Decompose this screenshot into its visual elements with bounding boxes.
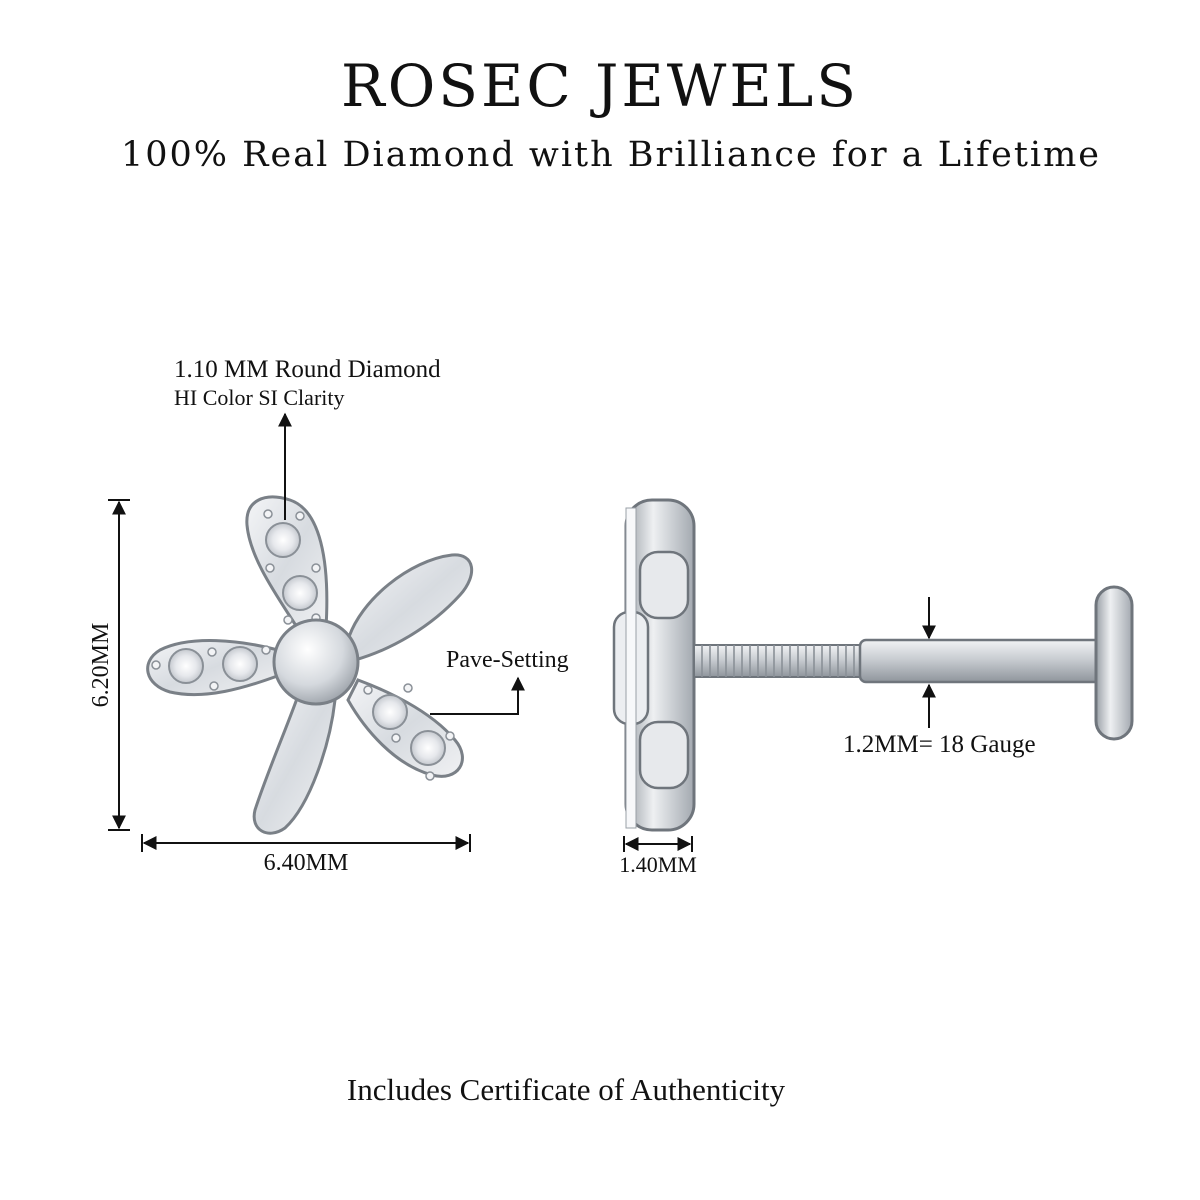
diamond [372, 694, 408, 730]
tagline: 100% Real Diamond with Brilliance for a … [121, 135, 1101, 175]
diamond [168, 648, 204, 684]
thickness-label: 1.40MM [619, 852, 697, 877]
pave-diamonds [151, 509, 455, 781]
center-ball [272, 618, 360, 706]
diamond-quality-label: HI Color SI Clarity [174, 385, 345, 410]
diamond-size-label: 1.10 MM Round Diamond [174, 356, 441, 383]
labret-bar [858, 638, 1107, 684]
petal-plain-upper-right [346, 553, 474, 662]
certificate-note: Includes Certificate of Authenticity [346, 1072, 786, 1107]
petal-pave-lower-right [346, 678, 464, 778]
diamond [282, 575, 318, 611]
width-label: 6.40MM [264, 850, 349, 876]
brand-title: ROSEC JEWELS [341, 52, 859, 120]
pave-callout-line [430, 676, 525, 715]
height-label: 6.20MM [88, 623, 114, 708]
diamond [222, 646, 258, 682]
flat-back-disc [1094, 585, 1134, 741]
flower-earring-front-view [146, 495, 474, 835]
thickness-dimension [623, 836, 693, 852]
height-dimension [108, 499, 130, 831]
width-dimension [141, 834, 471, 852]
pave-setting-label: Pave-Setting [446, 647, 569, 673]
petal-plain-lower-left [252, 688, 337, 835]
earring-side-view [612, 498, 1134, 832]
gauge-label: 1.2MM= 18 Gauge [843, 731, 1036, 758]
diamond [410, 730, 446, 766]
diamond [265, 522, 301, 558]
